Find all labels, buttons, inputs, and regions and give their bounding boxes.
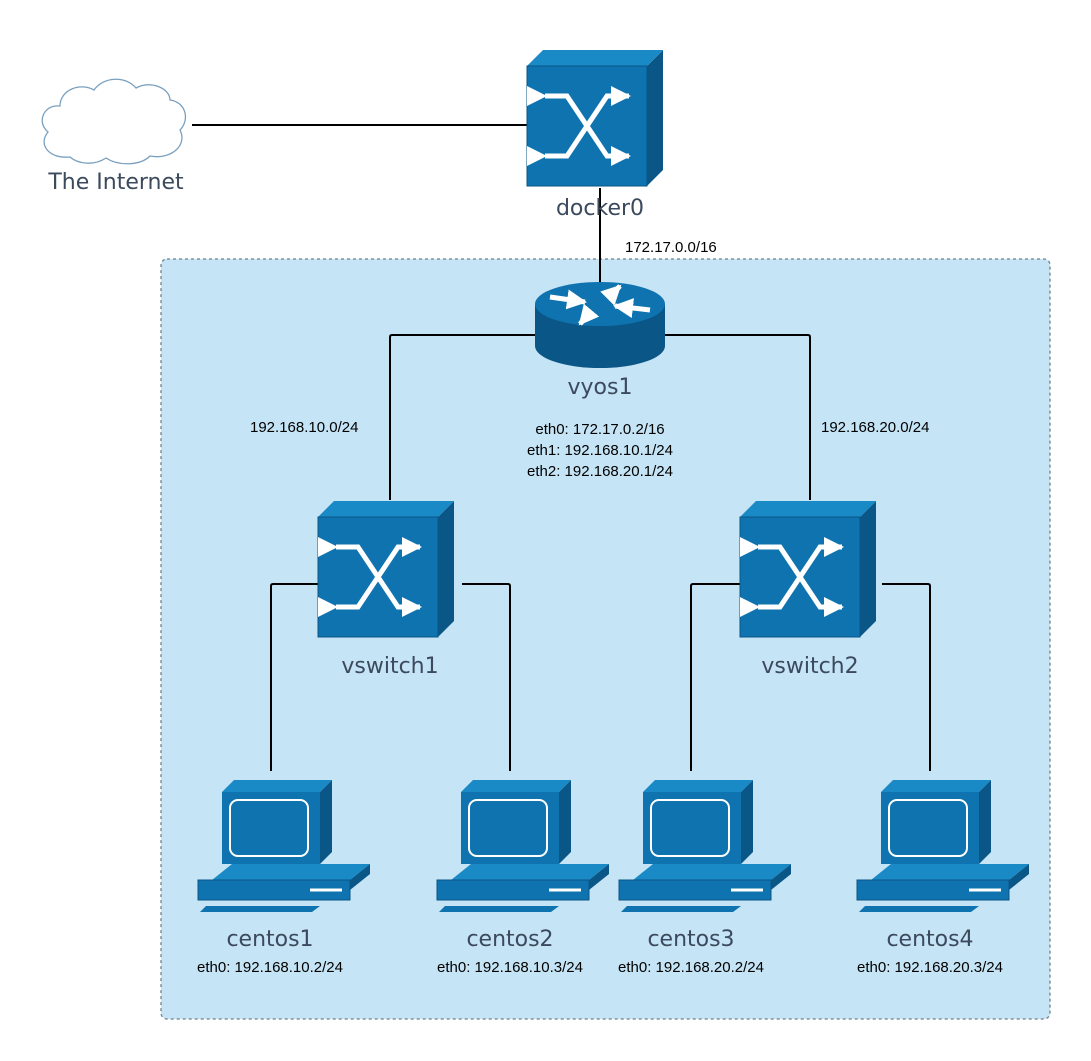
router-vswitch1-link bbox=[389, 334, 535, 500]
router-interfaces: eth0: 172.17.0.2/16 eth1: 192.168.10.1/2… bbox=[527, 419, 673, 482]
internet-label: The Internet bbox=[48, 170, 184, 195]
left-subnet-label: 192.168.10.0/24 bbox=[250, 419, 359, 436]
right-subnet-label: 192.168.20.0/24 bbox=[821, 419, 930, 436]
centos2-label: centos2 bbox=[466, 927, 554, 952]
centos1-ip: eth0: 192.168.10.2/24 bbox=[197, 959, 343, 976]
vswitch2-icon bbox=[740, 501, 876, 637]
centos1-label: centos1 bbox=[226, 927, 314, 952]
centos3-ip: eth0: 192.168.20.2/24 bbox=[618, 959, 764, 976]
vswitch2-centos4-link bbox=[882, 583, 931, 771]
router-eth0: eth0: 172.17.0.2/16 bbox=[535, 421, 665, 438]
docker0-switch-icon bbox=[527, 50, 663, 186]
router-eth1: eth1: 192.168.10.1/24 bbox=[527, 442, 673, 459]
docker0-label: docker0 bbox=[555, 196, 645, 221]
vswitch1-icon bbox=[318, 501, 454, 637]
docker0-subnet-label: 172.17.0.0/16 bbox=[625, 239, 717, 256]
vswitch1-label: vswitch1 bbox=[341, 654, 439, 679]
router-eth2: eth2: 192.168.20.1/24 bbox=[527, 463, 673, 480]
vswitch2-label: vswitch2 bbox=[761, 654, 859, 679]
router-label: vyos1 bbox=[567, 375, 633, 400]
vswitch1-centos2-link bbox=[462, 583, 511, 771]
vswitch2-centos3-link bbox=[690, 583, 740, 771]
network-zone bbox=[160, 258, 1051, 1020]
centos4-label: centos4 bbox=[886, 927, 974, 952]
cloud-icon bbox=[41, 78, 187, 165]
centos2-ip: eth0: 192.168.10.3/24 bbox=[437, 959, 583, 976]
vswitch1-centos1-link bbox=[270, 583, 318, 771]
centos3-label: centos3 bbox=[647, 927, 735, 952]
router-icon bbox=[535, 282, 665, 368]
connection-lines bbox=[192, 124, 931, 771]
centos4-ip: eth0: 192.168.20.3/24 bbox=[857, 959, 1003, 976]
router-vswitch2-link bbox=[665, 334, 811, 500]
